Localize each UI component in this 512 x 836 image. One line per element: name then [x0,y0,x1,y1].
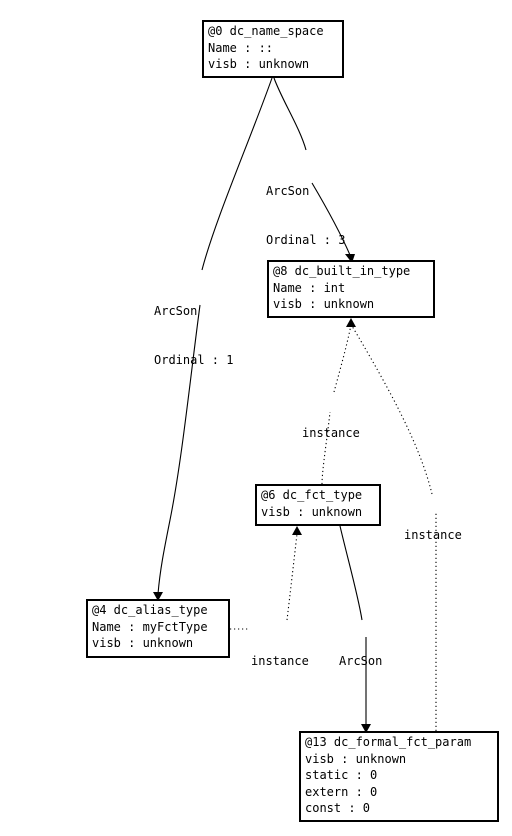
arrowhead-builtin-from-fcttype [346,318,356,327]
node-field-extern: extern : 0 [305,784,378,799]
node-dc-built-in-type[interactable]: @8 dc_built_in_type Name : int visb : un… [267,260,435,318]
edge-label-line: ArcSon [154,304,198,318]
edge-label-fcttype-to-builtin: instance [302,393,360,458]
edge-namespace-to-builtin-lower [311,182,351,256]
edge-label-line: ArcSon [266,184,310,198]
node-field-visb: visb : unknown [92,636,194,650]
node-field-const: const : 0 [305,801,371,815]
edge-label-namespace-to-alias: ArcSon Ordinal : 1 [154,271,233,384]
node-title: @6 dc_fct_type [261,488,363,502]
edge-label-alias-to-fcttype: instance [251,621,309,686]
arrowhead-param-from-fcttype [361,724,371,733]
edge-label-line: Ordinal : 1 [154,352,234,367]
node-dc-name-space[interactable]: @0 dc_name_space Name : :: visb : unknow… [202,20,344,78]
node-title: @8 dc_built_in_type [273,264,411,278]
edge-label-line: Ordinal : 3 [266,232,346,247]
edge-namespace-to-alias-lower [157,304,201,595]
node-field-name: Name : int [273,280,346,295]
edge-fcttype-to-builtin-upper [333,324,352,393]
edge-label-line: ArcSon [339,654,383,668]
edge-param-to-builtin-upper [351,325,433,495]
edge-alias-to-fcttype-right [286,533,298,621]
arrowhead-fcttype-from-alias [292,526,302,535]
node-field-visb: visb : unknown [305,751,407,766]
edge-namespace-to-builtin [273,77,307,151]
node-dc-fct-type[interactable]: @6 dc_fct_type visb : unknown [255,484,381,526]
edge-label-param-to-builtin: instance [404,495,462,560]
edge-label-line: instance [302,426,360,440]
edge-label-line: instance [251,654,309,668]
edge-label-line: instance [404,528,462,542]
node-dc-formal-fct-param[interactable]: @13 dc_formal_fct_param visb : unknown s… [299,731,499,822]
node-field-visb: visb : unknown [261,504,363,519]
node-dc-alias-type[interactable]: @4 dc_alias_type Name : myFctType visb :… [86,599,230,658]
arrowhead-alias-from-namespace [153,592,163,601]
node-field-static: static : 0 [305,768,378,782]
node-title: @4 dc_alias_type [92,603,208,617]
node-field-visb: visb : unknown [208,57,310,71]
edge-label-namespace-to-builtin: ArcSon Ordinal : 3 [266,151,345,264]
edge-label-fcttype-to-param: ArcSon [339,621,382,686]
edge-fcttype-to-param [339,525,363,621]
node-field-visb: visb : unknown [273,297,375,311]
edge-fcttype-to-builtin [321,411,331,485]
node-title: @13 dc_formal_fct_param [305,735,472,749]
edge-namespace-to-alias [201,77,273,271]
node-field-name: Name : myFctType [92,619,208,634]
node-title: @0 dc_name_space [208,24,324,38]
node-field-name: Name : :: [208,40,274,55]
